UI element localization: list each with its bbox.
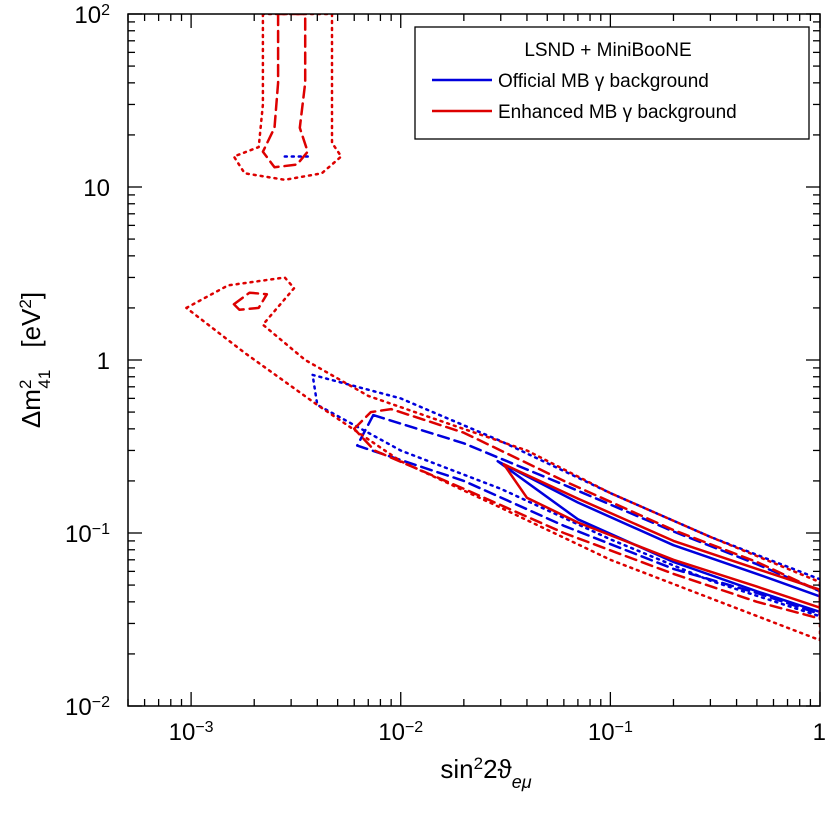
contour-8 bbox=[261, 14, 309, 169]
y-label-sup: 2 bbox=[16, 380, 35, 389]
y-label-base: Δm bbox=[16, 389, 46, 428]
x-tick-label: 10−1 bbox=[588, 719, 633, 747]
y-label-unit-sup: 2 bbox=[16, 299, 35, 308]
plot-frame bbox=[127, 13, 821, 707]
y-tick-label: 102 bbox=[74, 2, 110, 30]
y-axis-label: Δm241[eV2] bbox=[16, 292, 54, 428]
y-tick-label: 10 bbox=[83, 175, 110, 202]
contour-9 bbox=[232, 291, 269, 312]
contour-7 bbox=[232, 14, 343, 182]
legend-label-official: Official MB γ background bbox=[498, 71, 709, 92]
legend-title: LSND + MiniBooNE bbox=[524, 40, 691, 61]
contour-6 bbox=[185, 276, 820, 642]
x-label-base: sin bbox=[440, 754, 473, 784]
contour-4 bbox=[502, 462, 820, 609]
x-label-sub: eμ bbox=[512, 772, 532, 792]
y-tick-label: 10−2 bbox=[65, 694, 110, 722]
x-tick-label: 10−3 bbox=[169, 719, 214, 747]
x-axis-label: sin22ϑeμ bbox=[440, 754, 531, 793]
y-tick-label: 1 bbox=[97, 348, 110, 375]
tick-labels: 10−3 10−2 10−1 1 10−2 10−1 1 10 102 bbox=[65, 2, 826, 747]
y-label-unit-pre: [eV bbox=[16, 308, 46, 348]
legend: LSND + MiniBooNE Official MB γ backgroun… bbox=[414, 26, 810, 140]
y-label-unit-post: ] bbox=[16, 292, 46, 299]
y-label-sub: 41 bbox=[35, 370, 54, 389]
y-tick-label: 10−1 bbox=[65, 521, 110, 549]
x-label-sup: 2 bbox=[474, 754, 483, 773]
x-label-rest: 2ϑ bbox=[483, 754, 512, 784]
contour-2 bbox=[311, 373, 820, 618]
legend-box bbox=[414, 26, 810, 140]
x-tick-label: 10−2 bbox=[378, 719, 423, 747]
contour-layer bbox=[185, 14, 820, 642]
legend-label-enhanced: Enhanced MB γ background bbox=[498, 102, 737, 123]
contour-5 bbox=[352, 407, 820, 620]
contour-1 bbox=[355, 413, 820, 616]
x-tick-label: 1 bbox=[813, 719, 826, 746]
